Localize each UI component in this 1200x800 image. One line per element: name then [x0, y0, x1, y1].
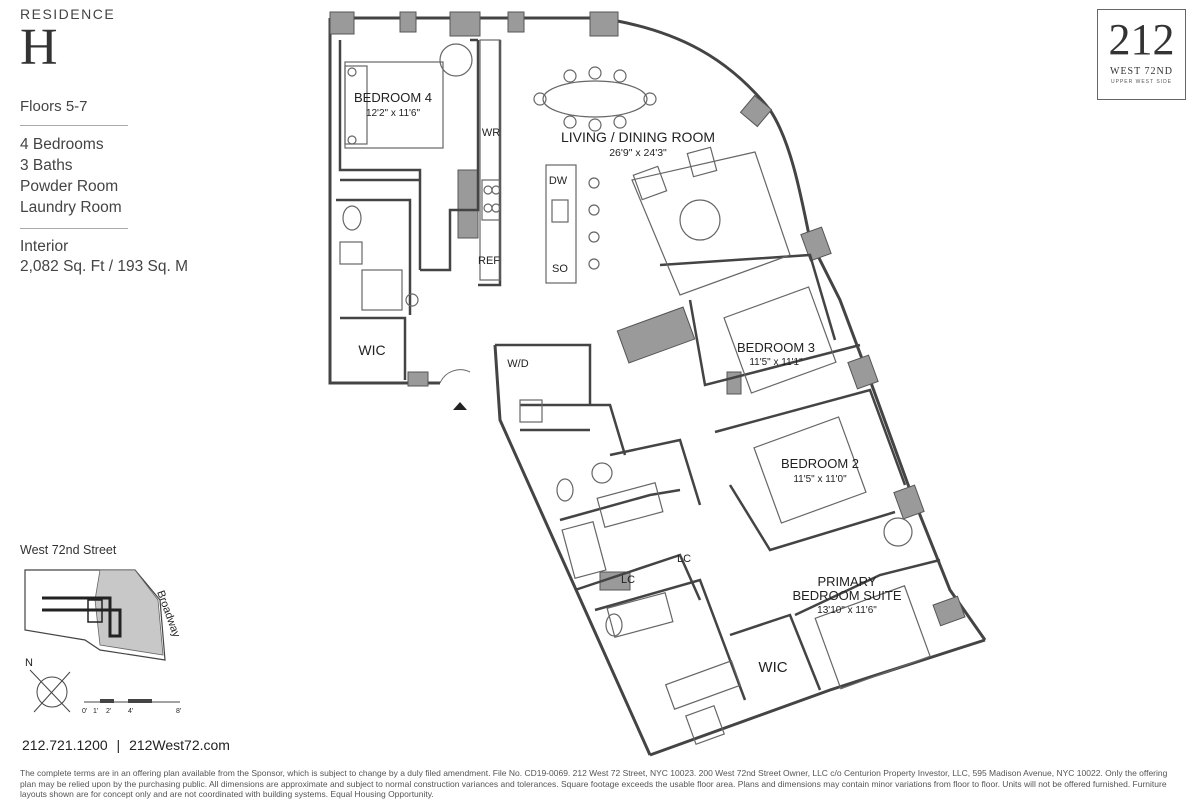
residence-label: RESIDENCE	[20, 6, 116, 22]
columns	[329, 11, 966, 627]
scale-8: 8'	[176, 708, 181, 715]
logo-line2: UPPER WEST SIDE	[1110, 79, 1173, 85]
kitchen	[479, 39, 600, 284]
keymap-street: West 72nd Street	[20, 543, 117, 557]
lc1-label: LC	[621, 574, 635, 586]
wic2-label: WIC	[758, 659, 787, 676]
divider	[20, 125, 128, 126]
primary-name1: PRIMARY	[818, 574, 877, 589]
bedroom4-furniture	[344, 43, 473, 149]
bedroom3-dims: 11'5" x 11'1"	[749, 357, 803, 368]
entrance-arrow	[453, 402, 467, 410]
living-furniture	[631, 146, 791, 296]
wr-label: WR	[482, 127, 500, 139]
wd-label: W/D	[507, 358, 528, 370]
floors-text: Floors 5-7	[20, 98, 88, 115]
separator: |	[116, 737, 121, 753]
north-arrow-icon	[29, 669, 71, 713]
bedroom4-name: BEDROOM 4	[354, 90, 432, 105]
contact-line: 212.721.1200 | 212West72.com	[22, 737, 230, 753]
feature-powder-room: Powder Room	[20, 178, 119, 195]
primary-dims: 13'10" x 11'6"	[817, 605, 877, 616]
entry-door	[439, 369, 471, 384]
feature-baths: 3 Baths	[20, 157, 73, 174]
lc2-label: LC	[677, 553, 691, 565]
logo-line1: WEST 72ND	[1110, 66, 1173, 77]
scale-1: 1'	[93, 708, 98, 715]
legal-disclaimer: The complete terms are in an offering pl…	[20, 768, 1168, 799]
scale-4: 4'	[128, 708, 133, 715]
building-logo: 212 WEST 72ND UPPER WEST SIDE	[1097, 9, 1186, 100]
website-link[interactable]: 212West72.com	[129, 737, 230, 753]
bedroom4-dims: 12'2" x 11'6"	[366, 108, 421, 119]
wic1-label: WIC	[358, 342, 385, 358]
primary-name2: BEDROOM SUITE	[792, 588, 901, 603]
residence-letter: H	[20, 19, 58, 76]
feature-bedrooms: 4 Bedrooms	[20, 136, 104, 153]
bedroom2-dims: 11'5" x 11'0"	[793, 474, 847, 485]
so-label: SO	[552, 263, 568, 275]
dining-table	[533, 66, 657, 132]
info-panel: RESIDENCE H Floors 5-7 4 Bedrooms 3 Bath…	[20, 6, 220, 277]
interior-label: Interior	[20, 238, 69, 255]
interior-walls	[336, 38, 941, 701]
interior-size: 2,082 Sq. Ft / 193 Sq. M	[20, 258, 189, 275]
ref-label: REF	[478, 255, 500, 267]
living-dims: 26'9" x 24'3"	[609, 147, 667, 159]
logo-number: 212	[1108, 15, 1175, 64]
beds	[723, 286, 931, 690]
scale-bar: 0' 1' 2' 4' 8'	[82, 699, 181, 715]
north-label: N	[25, 657, 33, 669]
feature-laundry-room: Laundry Room	[20, 199, 122, 216]
scale-2: 2'	[106, 708, 111, 715]
scale-0: 0'	[82, 708, 87, 715]
bedroom2-name: BEDROOM 2	[781, 456, 859, 471]
living-name: LIVING / DINING ROOM	[561, 129, 715, 145]
bedroom3-name: BEDROOM 3	[737, 340, 815, 355]
divider	[20, 228, 128, 229]
phone[interactable]: 212.721.1200	[22, 737, 108, 753]
bath-fixtures	[339, 205, 742, 745]
key-map: Broadway	[24, 569, 182, 661]
dw-label: DW	[549, 175, 568, 187]
